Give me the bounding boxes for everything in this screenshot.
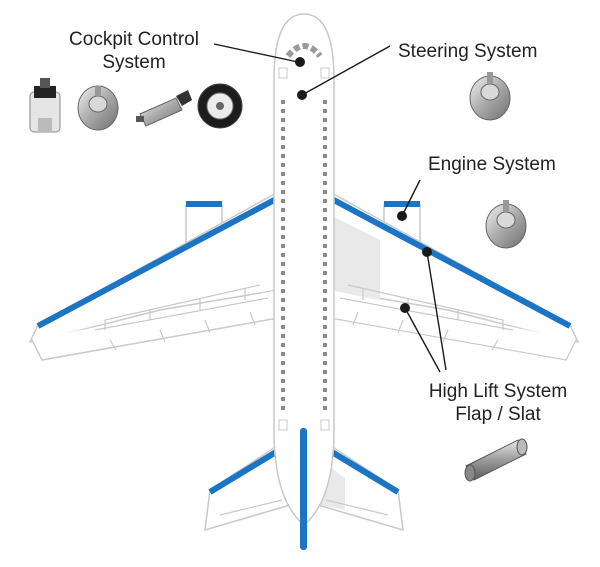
engine-label: Engine System	[428, 154, 556, 175]
marker-points	[295, 57, 432, 313]
highlift-label-line1: High Lift System	[428, 381, 568, 402]
highlift-label-line2: Flap / Slat	[455, 404, 541, 425]
leader-steering	[301, 45, 391, 96]
engine-motor-icon	[485, 200, 527, 249]
fuselage	[273, 13, 335, 526]
leader-engine	[401, 179, 421, 217]
marker-flap	[400, 303, 410, 313]
leader-highlift-flap	[404, 307, 441, 373]
steering-motor-icon	[469, 72, 511, 121]
vertical-stabilizer	[300, 428, 307, 550]
marker-steering	[297, 90, 307, 100]
leader-highlift-slat	[426, 251, 447, 371]
highlift-label: High Lift System Flap / Slat	[408, 380, 588, 426]
marker-cockpit	[295, 57, 305, 67]
flap-actuator-icon	[464, 438, 528, 482]
rotary-motor-icon	[77, 85, 119, 131]
cockpit-label: Cockpit Control System	[44, 28, 224, 74]
wing-left	[28, 190, 280, 361]
cockpit-sensor-icon	[29, 78, 61, 133]
marker-slat	[422, 247, 432, 257]
cockpit-label-line2: System	[102, 52, 166, 73]
steering-label: Steering System	[398, 41, 538, 62]
marker-engine	[397, 211, 407, 221]
gear-motor-icon	[136, 90, 192, 127]
wing-right	[328, 190, 580, 361]
tailplane-left	[204, 438, 291, 532]
encoder-icon	[197, 83, 243, 129]
leader-lines	[213, 43, 447, 373]
leader-cockpit	[213, 43, 299, 63]
cockpit-label-line1: Cockpit Control	[69, 29, 199, 50]
